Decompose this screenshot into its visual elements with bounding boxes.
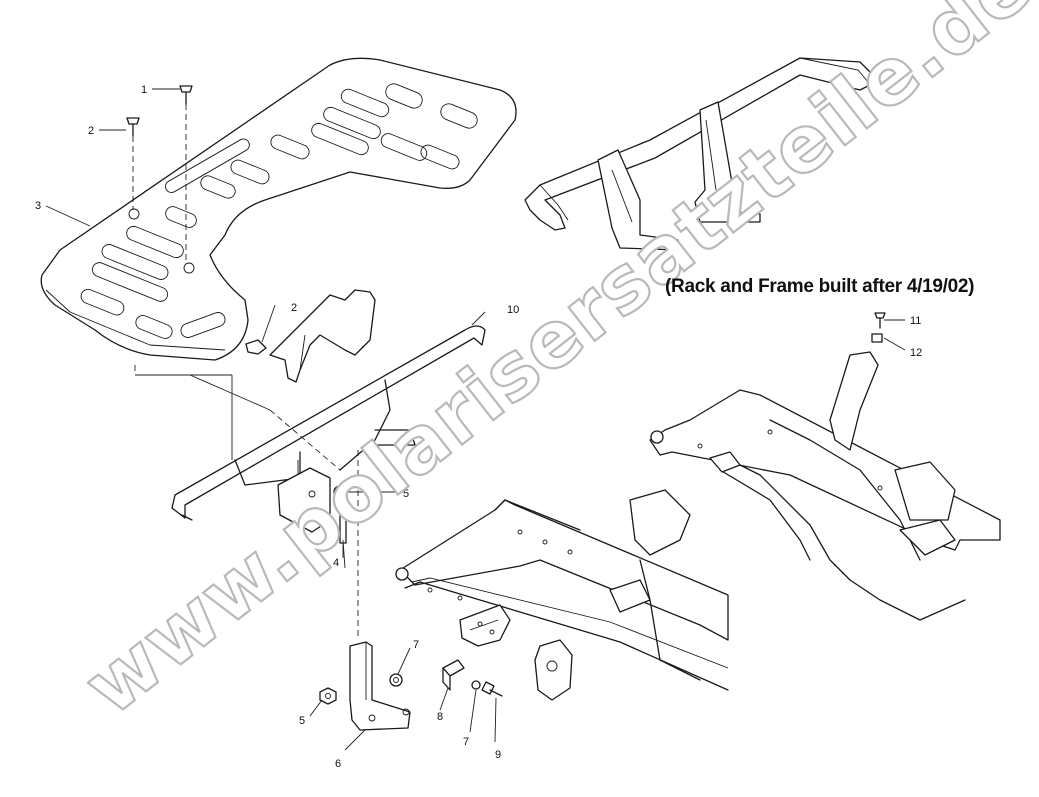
diagram-caption: (Rack and Frame built after 4/19/02) — [665, 276, 975, 297]
callout-1: 1 — [141, 84, 147, 96]
callout-labels: 1 2 3 2 10 5 4 7 5 8 7 6 9 11 12 — [35, 84, 922, 770]
watermark-text: www.polarisersatzteile.de — [68, 0, 1039, 733]
bumper-bar-part-10 — [171, 325, 486, 521]
callout-8: 8 — [437, 711, 443, 723]
frame-after-2002 — [649, 351, 1001, 621]
callout-9: 9 — [495, 749, 501, 761]
rack-assembly-after-2002 — [524, 57, 871, 251]
callout-7-upper: 7 — [413, 639, 419, 651]
callout-12: 12 — [910, 347, 922, 359]
bolt-part-1 — [179, 85, 193, 262]
washer-part-7-lower — [471, 680, 481, 690]
callout-2-lower: 2 — [291, 302, 297, 314]
callout-4: 4 — [333, 557, 339, 569]
post-part-6 — [349, 450, 411, 731]
washer-part-7-upper — [389, 673, 403, 687]
callout-11: 11 — [910, 315, 921, 327]
callout-7-lower: 7 — [463, 736, 469, 748]
callout-5-lower: 5 — [299, 715, 305, 727]
callout-10: 10 — [507, 304, 519, 316]
nut-part-5-upper — [333, 485, 400, 499]
bolt-part-9 — [481, 681, 503, 697]
callout-5-upper: 5 — [403, 488, 409, 500]
callout-3: 3 — [35, 200, 41, 212]
nut-part-5-lower — [319, 687, 337, 705]
bolt-part-11 — [874, 312, 886, 329]
rear-rack-part-3 — [40, 57, 517, 361]
callout-2-upper: 2 — [88, 125, 94, 137]
spacer-part-12 — [871, 333, 883, 343]
bolt-part-2-upper — [126, 117, 140, 210]
spacer-part-8 — [442, 659, 465, 691]
leader-lines — [45, 88, 906, 751]
callout-6: 6 — [335, 758, 341, 770]
mount-bracket — [245, 289, 376, 383]
main-frame — [395, 489, 729, 701]
